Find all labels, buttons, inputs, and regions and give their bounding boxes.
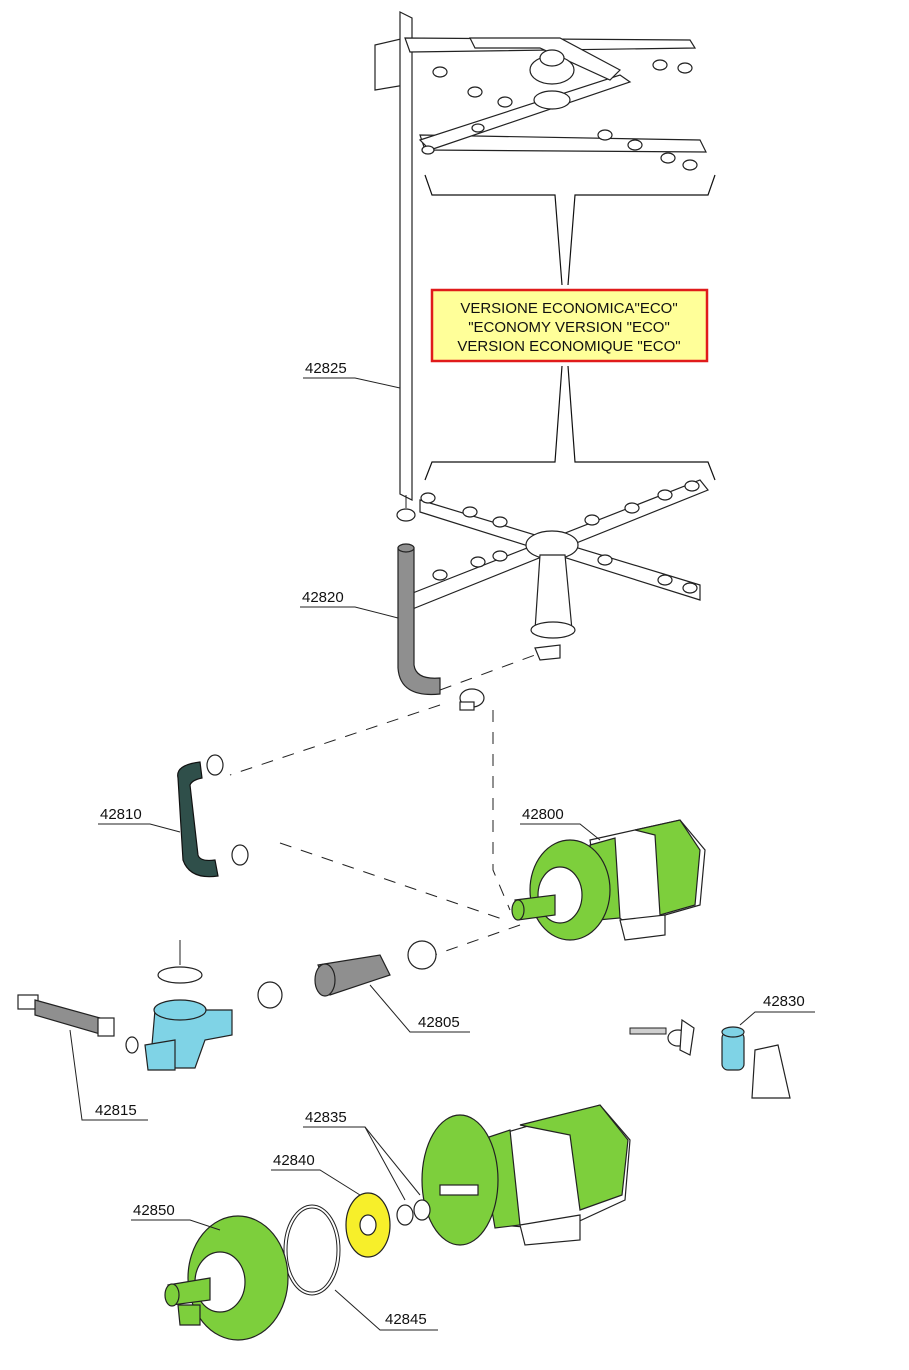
top-nozzles [421,59,698,171]
lower-wash-arm-assembly [399,479,709,661]
drain-collector [144,940,233,1071]
hose-clamp-upper [459,688,485,711]
svg-text:42835: 42835 [305,1109,347,1126]
svg-text:42830: 42830 [763,993,805,1010]
oring-42845 [283,1204,341,1296]
eco-line-1: VERSIONE ECONOMICA"ECO" [460,300,677,317]
hose-42810 [177,754,249,878]
label-42815: 42815 [69,1029,148,1121]
dash-line-1 [439,654,536,691]
bearings-42835 [396,1199,431,1226]
svg-text:42820: 42820 [302,589,344,606]
svg-text:42800: 42800 [522,806,564,823]
pump-motor-42800 [511,819,706,941]
label-42810: 42810 [98,806,181,833]
top-wash-arm-assembly [374,11,707,501]
label-42825: 42825 [303,360,401,389]
eco-line-2: "ECONOMY VERSION "ECO" [468,319,670,336]
svg-text:42840: 42840 [273,1152,315,1169]
label-42820: 42820 [300,589,399,619]
pump-body-42850 [164,1215,289,1341]
svg-text:42845: 42845 [385,1311,427,1328]
label-42835: 42835 [303,1109,421,1201]
dash-line-5 [419,924,521,961]
hose-42805 [257,940,437,1009]
svg-text:42815: 42815 [95,1102,137,1119]
svg-text:42825: 42825 [305,360,347,377]
bracket-bottom-right [567,365,716,481]
label-42845: 42845 [334,1289,438,1331]
pipe-clamp [396,495,416,522]
flex-hose-42815 [17,994,139,1054]
svg-text:42850: 42850 [133,1202,175,1219]
hose-42820 [397,543,441,696]
eco-line-3: VERSION ECONOMIQUE "ECO" [457,338,680,355]
label-42800: 42800 [520,806,601,841]
label-42805: 42805 [369,984,470,1033]
eco-version-box: VERSIONE ECONOMICA"ECO" "ECONOMY VERSION… [430,288,709,363]
svg-text:42805: 42805 [418,1014,460,1031]
bracket-top-left [424,174,563,286]
label-42840: 42840 [271,1152,361,1196]
capacitor-42830 [629,1018,791,1099]
dash-line-2 [229,704,441,776]
lower-nozzles [420,480,700,594]
label-42850: 42850 [131,1202,221,1231]
vertical-pipe [399,11,413,501]
label-42830: 42830 [739,993,815,1026]
impeller-42840 [345,1192,391,1258]
exploded-pump-motor [421,1104,631,1246]
dash-line-4 [279,842,506,921]
svg-text:42810: 42810 [100,806,142,823]
bracket-top-right [567,174,716,286]
bracket-bottom-left [424,365,563,481]
dash-line-3 [492,710,511,911]
